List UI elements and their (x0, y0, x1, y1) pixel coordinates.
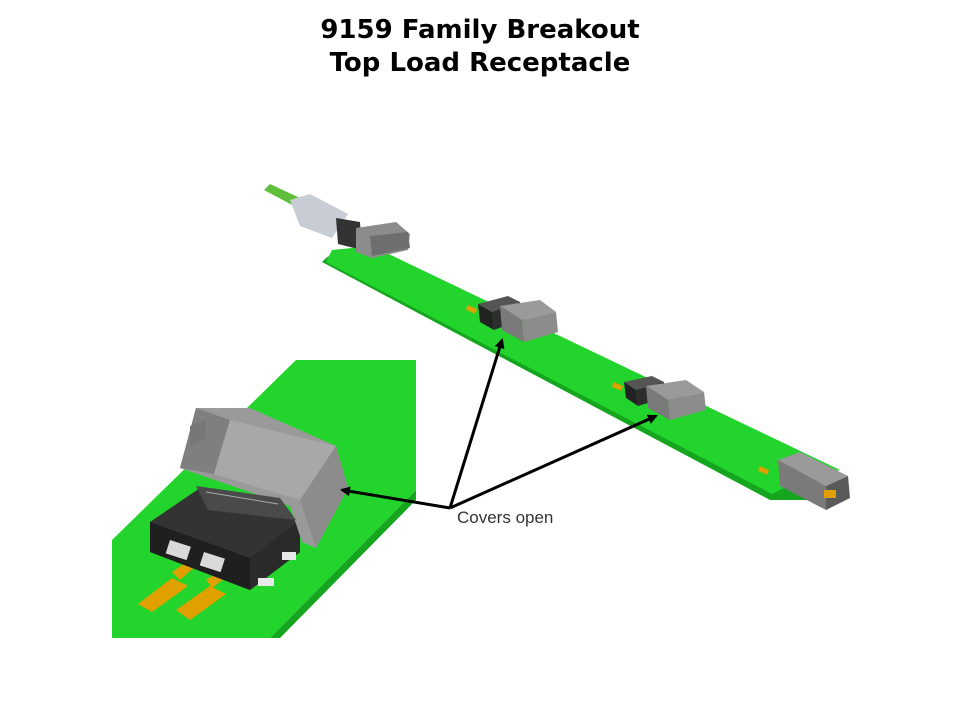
title-block: 9159 Family Breakout Top Load Receptacle (0, 14, 960, 80)
arrow-to-inset (340, 486, 451, 510)
receptacle-1 (478, 296, 558, 342)
end-connector (778, 452, 850, 510)
title-line-2: Top Load Receptacle (329, 48, 631, 78)
title-line-1: 9159 Family Breakout (320, 15, 640, 45)
inset-receptacle (138, 408, 348, 620)
receptacle-2 (624, 376, 706, 420)
wire-connector (264, 184, 410, 258)
arrow-to-receptacle-1 (448, 338, 505, 509)
arrow-to-receptacle-2 (449, 414, 658, 510)
breakout-board (322, 246, 840, 500)
callout-label: Covers open (457, 508, 553, 527)
callout-arrows (340, 338, 658, 510)
